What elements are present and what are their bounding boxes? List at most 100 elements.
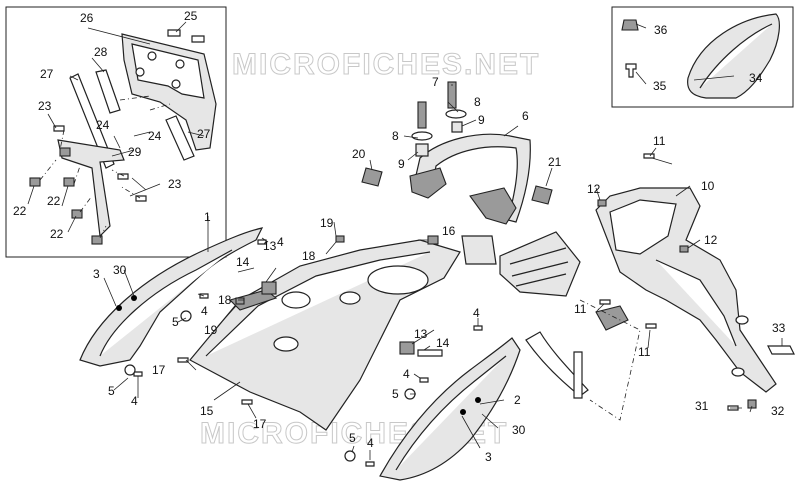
callout-28: 28 (94, 45, 108, 59)
nut-a (59, 147, 71, 157)
left-side-panel (79, 227, 264, 367)
callout-10: 10 (701, 179, 715, 193)
callout-11c: 11 (638, 345, 651, 359)
reflector-bracket-27a (69, 73, 115, 169)
grommet-5b (124, 364, 136, 376)
undertray-hole-3 (339, 291, 361, 305)
license-plate-holder-group (29, 29, 217, 245)
washer-8a (411, 131, 433, 141)
rubber-buffer-36 (621, 19, 639, 31)
nut-22a (29, 177, 41, 187)
seat-lock (499, 231, 581, 297)
lock-rod (573, 351, 583, 399)
mudguard-hole-1 (735, 315, 749, 325)
callout-20: 20 (352, 147, 366, 161)
plate-hole-1 (147, 51, 157, 61)
panel-dot-1 (116, 305, 122, 311)
screw-35 (625, 63, 637, 78)
left-side-panel-inner (99, 249, 233, 357)
screw-23b (117, 173, 129, 180)
callout-15: 15 (200, 404, 214, 418)
callout-22a: 22 (13, 204, 27, 218)
grommet-5a (180, 310, 192, 322)
bolt-7a (417, 101, 427, 129)
nut-22d (91, 235, 103, 245)
callout-8a: 8 (392, 129, 399, 143)
callout-27a: 27 (40, 67, 54, 81)
nut-22b (63, 177, 75, 187)
callout-19b: 19 (204, 323, 218, 337)
callout-5d: 5 (349, 431, 356, 445)
right-side-panel (379, 337, 521, 481)
bolt-7b (447, 81, 457, 109)
undertray-compartment (367, 265, 429, 295)
seat-lock-cable (525, 331, 589, 397)
callout-9b: 9 (478, 113, 485, 127)
right-side-panel-edge (395, 355, 507, 471)
callout-3b: 3 (485, 450, 492, 464)
callout-21: 21 (548, 155, 562, 169)
callout-17b: 17 (253, 417, 267, 431)
screw-11c (645, 323, 657, 329)
reflector-bracket-33 (767, 345, 795, 355)
callout-24b: 24 (148, 129, 162, 143)
screw-11b (599, 299, 611, 305)
callout-18b: 18 (218, 293, 232, 307)
callout-19a: 19 (320, 216, 334, 230)
nut-22c (71, 209, 83, 219)
grab-handle-right-mount (469, 187, 517, 225)
callout-14a: 14 (236, 255, 250, 269)
callout-22b: 22 (47, 194, 61, 208)
callout-25: 25 (184, 9, 198, 23)
callout-8b: 8 (474, 95, 481, 109)
callout-29: 29 (128, 145, 142, 159)
clip-18b (235, 297, 245, 305)
clip-18a (335, 235, 345, 243)
callout-17a: 17 (152, 363, 166, 377)
seat-cowl-inset (611, 6, 794, 108)
seat-latch-group (461, 231, 641, 421)
callout-30b: 30 (512, 423, 526, 437)
callout-1: 1 (204, 210, 211, 224)
callout-22c: 22 (50, 227, 64, 241)
callout-16: 16 (442, 224, 456, 238)
callout-12b: 12 (704, 233, 718, 247)
spacer-28 (95, 69, 121, 114)
undertray (189, 235, 461, 431)
callout-18a: 18 (302, 249, 316, 263)
bolt-14a (228, 289, 278, 311)
seat-cowl-edge (699, 23, 773, 89)
callout-4b: 4 (201, 304, 208, 318)
callout-4d: 4 (473, 306, 480, 320)
license-plate-holder-inset (5, 6, 227, 258)
tail-light-housing (609, 199, 677, 255)
seat-cowl-group (621, 13, 780, 99)
grab-handle-left-mount (409, 167, 447, 199)
panel-dot-2 (131, 295, 137, 301)
callout-33: 33 (772, 321, 786, 335)
bush-9a (415, 143, 429, 157)
callout-5b: 5 (108, 384, 115, 398)
callout-4f: 4 (367, 436, 374, 450)
latch-bracket (461, 235, 497, 265)
callout-2: 2 (514, 393, 521, 407)
leader-lines (27, 21, 783, 460)
grab-handle-group (361, 81, 553, 225)
callout-12a: 12 (587, 182, 601, 196)
callout-11a: 11 (653, 134, 666, 148)
bush-13b (399, 341, 415, 355)
callout-23b: 23 (168, 177, 182, 191)
callout-11b: 11 (574, 302, 587, 316)
callout-30a: 30 (113, 263, 127, 277)
callout-5a: 5 (172, 315, 179, 329)
callout-36: 36 (654, 23, 668, 37)
bolt-14b (417, 349, 443, 357)
screw-4a (257, 239, 267, 245)
callout-4c: 4 (131, 394, 138, 408)
callout-4e: 4 (403, 367, 410, 381)
callout-14b: 14 (436, 336, 450, 350)
bush-13a (261, 281, 277, 295)
screw-4f (365, 461, 375, 467)
callout-5c: 5 (392, 387, 399, 401)
panel-dot-4 (475, 397, 481, 403)
